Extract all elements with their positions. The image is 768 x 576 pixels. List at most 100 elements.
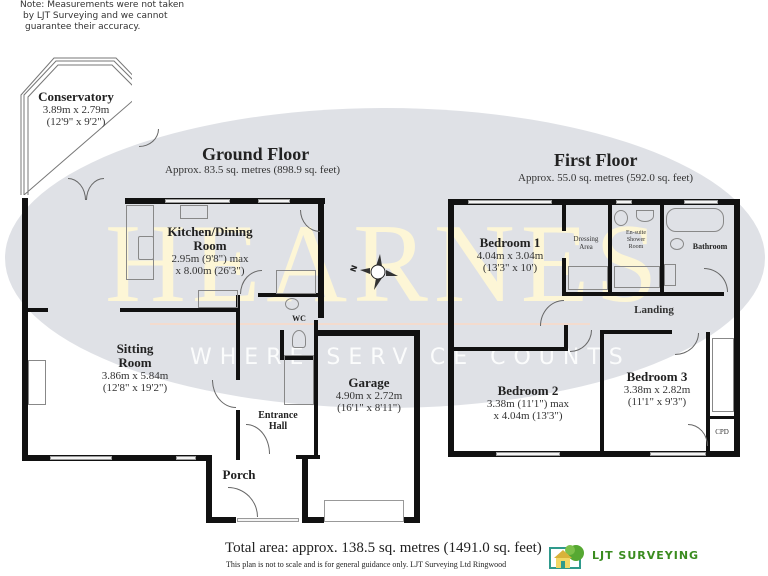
wall <box>22 455 212 461</box>
room-name: Sitting <box>116 341 154 356</box>
window <box>176 456 196 460</box>
wall <box>280 330 284 360</box>
wall <box>258 293 320 297</box>
window <box>258 199 290 203</box>
room-dim-metric: 3.86m x 5.84m <box>101 370 169 382</box>
toilet-icon <box>614 210 628 226</box>
ljt-logo-text: LJT SURVEYING <box>592 549 700 562</box>
wall <box>600 330 604 454</box>
bathtub-icon <box>666 208 724 232</box>
room-name: Bedroom 1 <box>479 235 541 250</box>
staircase-icon <box>712 338 734 412</box>
room-name: Room <box>628 244 644 250</box>
wall <box>706 332 710 454</box>
ground-floor-title: Ground Floor <box>202 144 310 164</box>
window <box>237 518 299 522</box>
wardrobe <box>568 266 608 290</box>
room-dim-metric: 4.04m x 3.04m <box>476 250 544 262</box>
wall <box>302 455 308 523</box>
wall <box>660 203 664 295</box>
bedroom1-label: Bedroom 1 4.04m x 3.04m (13'3" x 10') <box>460 235 560 275</box>
compass-icon: N <box>350 254 398 290</box>
compass-north-label: N <box>350 264 359 273</box>
toilet-icon <box>292 330 306 348</box>
note-line-3: guarantee their accuracy. <box>25 22 141 32</box>
garage-door <box>324 500 404 522</box>
room-dim-metric: 3.38m (11'1") max <box>486 398 570 410</box>
entrance-hall-label: Entrance Hall <box>250 410 306 432</box>
room-dim-imperial: (11'1" x 9'3") <box>627 396 687 408</box>
wall <box>448 199 454 457</box>
room-name: Room <box>193 238 227 253</box>
sink-icon <box>180 205 208 219</box>
window <box>616 200 632 204</box>
dressing-area-label: Dressing Area <box>566 235 606 251</box>
kitchen-unit <box>198 290 238 308</box>
wall <box>296 455 320 459</box>
wall <box>316 330 420 336</box>
room-dim-metric: 2.95m (9'8") max <box>171 253 249 265</box>
wall <box>454 347 568 351</box>
room-name: Area <box>579 243 593 251</box>
window <box>496 452 560 456</box>
room-dim-imperial: (12'8" x 19'2") <box>102 382 168 394</box>
room-name: Conservatory <box>38 89 114 104</box>
wall <box>206 455 212 523</box>
basin-icon <box>664 264 676 286</box>
wall <box>562 258 566 296</box>
first-floor-area: Approx. 55.0 sq. metres (592.0 sq. feet) <box>518 172 694 184</box>
bedroom3-label: Bedroom 3 3.38m x 2.82m (11'1" x 9'3") <box>612 370 702 409</box>
wall <box>414 330 420 520</box>
wall <box>236 410 240 460</box>
room-name: Garage <box>348 375 390 390</box>
room-name: Dressing <box>573 235 599 243</box>
sitting-door <box>212 380 236 408</box>
room-dim-metric: 3.38m x 2.82m <box>623 384 691 396</box>
window <box>165 199 230 203</box>
room-dim-imperial: x 8.00m (26'3") <box>175 265 245 277</box>
kitchen-unit <box>276 270 316 294</box>
wall <box>562 292 724 296</box>
basin-icon <box>636 210 654 222</box>
wall <box>448 451 740 457</box>
note-line-1: Note: Measurements were not taken <box>20 0 185 10</box>
conservatory-outline <box>20 57 132 195</box>
wall <box>206 517 236 523</box>
wall <box>608 203 612 295</box>
wall <box>448 199 740 205</box>
watermark-oval <box>5 108 765 408</box>
porch-label: Porch <box>222 467 256 482</box>
wall <box>404 517 420 523</box>
ground-floor-area: Approx. 83.5 sq. metres (898.9 sq. feet) <box>165 164 341 176</box>
toilet-icon <box>670 238 684 250</box>
wall <box>706 416 736 419</box>
wall <box>236 295 240 380</box>
disclaimer: This plan is not to scale and is for gen… <box>226 560 507 569</box>
room-dim-imperial: (13'3" x 10') <box>482 262 538 274</box>
bedroom3-door <box>675 333 699 355</box>
wall <box>302 517 324 523</box>
bedroom2-label: Bedroom 2 3.38m (11'1") max x 4.04m (13'… <box>468 383 588 423</box>
wc-label: WC <box>292 314 306 323</box>
bathroom-label: Bathroom <box>692 242 728 251</box>
landing-label: Landing <box>634 304 674 316</box>
fireplace <box>28 360 46 405</box>
porch-door <box>228 487 258 517</box>
watermark-line <box>150 323 590 325</box>
wall <box>734 199 740 457</box>
room-dim-imperial: x 4.04m (13'3") <box>493 410 563 422</box>
cupboard-door <box>688 424 708 446</box>
room-name: Entrance <box>258 410 298 421</box>
room-dim-imperial: (16'1" x 8'11") <box>337 402 401 414</box>
wall <box>318 198 324 318</box>
window <box>50 456 112 460</box>
room-name: Room <box>118 355 152 370</box>
room-name: Bedroom 2 <box>497 383 559 398</box>
note-line-2: by LJT Surveying and we cannot <box>23 11 168 21</box>
wall <box>28 308 48 312</box>
hob-icon <box>138 236 154 260</box>
ljt-logo-icon <box>549 545 584 569</box>
window <box>684 200 718 204</box>
shower-tray-icon <box>614 266 660 288</box>
wall <box>600 330 672 334</box>
